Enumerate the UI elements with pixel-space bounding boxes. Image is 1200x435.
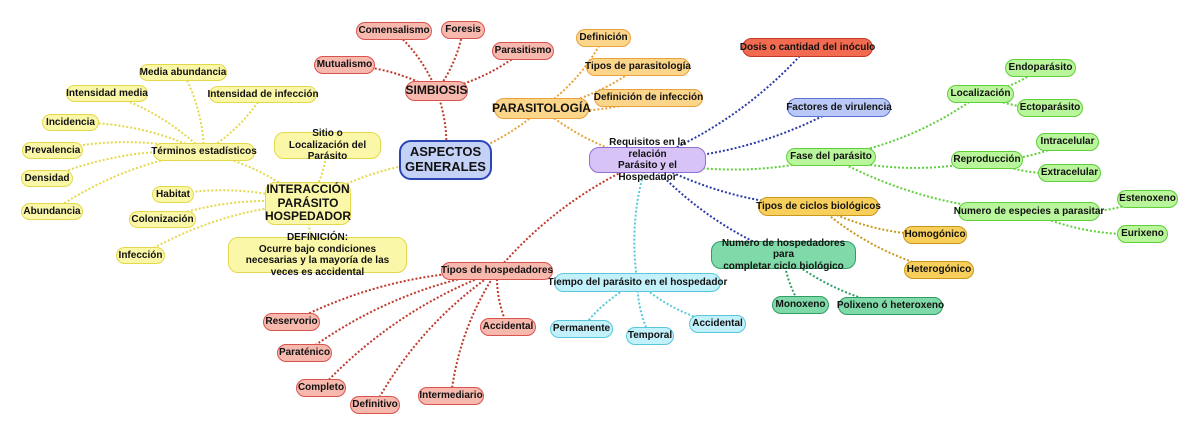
virulencia-node[interactable]: Factores de virulencia bbox=[786, 98, 892, 117]
central-node[interactable]: ASPECTOS GENERALES bbox=[399, 140, 492, 180]
ciclos-node[interactable]: Tipos de ciclos biológicos bbox=[756, 197, 881, 216]
colonizacion-node[interactable]: Colonización bbox=[129, 211, 196, 228]
sitio-node[interactable]: Sitio o Localización del Parásito bbox=[274, 128, 381, 162]
homogonico-node[interactable]: Homogónico bbox=[903, 226, 967, 244]
accidental-tiempo-node[interactable]: Accidental bbox=[689, 315, 746, 333]
intensidad-media-node[interactable]: Intensidad media bbox=[66, 85, 148, 102]
tiempo-node[interactable]: Tiempo del parásito en el hospedador bbox=[548, 273, 727, 292]
tipos-parasitologia-node[interactable]: Tipos de parasitología bbox=[585, 58, 691, 76]
extracelular-node[interactable]: Extracelular bbox=[1038, 164, 1101, 182]
connector-ciclos-node-heterogonico-node bbox=[817, 205, 940, 271]
comensalismo-node[interactable]: Comensalismo bbox=[356, 22, 432, 40]
paratenico-node[interactable]: Paraténico bbox=[277, 344, 332, 362]
reservorio-node[interactable]: Reservorio bbox=[263, 313, 320, 331]
dosis-node[interactable]: Dosis o cantidad del inóculo bbox=[740, 38, 875, 57]
numero-hospedadores-node[interactable]: Numero de hospedadores para completar ci… bbox=[711, 238, 856, 272]
connector-localizacion-node-endoparasito-node bbox=[980, 67, 1042, 95]
prevalencia-node[interactable]: Prevalencia bbox=[22, 142, 83, 159]
densidad-node[interactable]: Densidad bbox=[21, 170, 73, 187]
mutualismo-node[interactable]: Mutualismo bbox=[314, 56, 375, 74]
fase-node[interactable]: Fase del parásito bbox=[786, 148, 876, 166]
requisitos-node[interactable]: Requisitos en la relación Parásito y el … bbox=[589, 137, 706, 183]
connector-simbiosis-node-comensalismo-node bbox=[393, 30, 438, 92]
permanente-node[interactable]: Permanente bbox=[550, 320, 613, 338]
connector-terminos-node-media-abundancia-node bbox=[182, 72, 205, 153]
definicion-node[interactable]: Definición bbox=[576, 29, 631, 47]
especies-node[interactable]: Numero de especies a parasitar bbox=[954, 202, 1104, 221]
abundancia-node[interactable]: Abundancia bbox=[21, 203, 83, 220]
localizacion-node[interactable]: Localización bbox=[947, 85, 1014, 103]
completo-node[interactable]: Completo bbox=[296, 379, 346, 397]
connector-terminos-node-abundancia-node bbox=[51, 151, 205, 213]
media-abundancia-node[interactable]: Media abundancia bbox=[139, 64, 227, 81]
definitivo-node[interactable]: Definitivo bbox=[350, 396, 400, 414]
connector-tipos-hospedadores-node-definitivo-node bbox=[374, 270, 498, 406]
reproduccion-node[interactable]: Reproducción bbox=[951, 151, 1023, 169]
intensidad-infeccion-node[interactable]: Intensidad de infección bbox=[207, 86, 319, 103]
monoxeno-node[interactable]: Monoxeno bbox=[772, 296, 829, 314]
foresis-node[interactable]: Foresis bbox=[441, 21, 485, 39]
simbiosis-node[interactable]: SIMBIOSIS bbox=[405, 81, 468, 101]
definicion-interaccion-node[interactable]: DEFINICIÓN: Ocurre bajo condiciones nece… bbox=[228, 232, 407, 278]
temporal-node[interactable]: Temporal bbox=[626, 327, 674, 345]
heterogonico-node[interactable]: Heterogónico bbox=[904, 261, 974, 279]
accidental-hosp-node[interactable]: Accidental bbox=[480, 318, 536, 336]
tipos-hospedadores-node[interactable]: Tipos de hospedadores bbox=[441, 262, 553, 280]
connector-terminos-node-incidencia-node bbox=[70, 121, 205, 153]
definicion-infeccion-node[interactable]: Definición de infección bbox=[594, 89, 703, 107]
connector-parasitologia-node-tipos-parasitologia-node bbox=[541, 66, 639, 110]
habitat-node[interactable]: Habitat bbox=[152, 186, 194, 203]
estenoxeno-node[interactable]: Estenoxeno bbox=[1117, 190, 1178, 208]
incidencia-node[interactable]: Incidencia bbox=[42, 114, 99, 131]
intracelular-node[interactable]: Intracelular bbox=[1036, 133, 1099, 151]
connector-requisitos-node-fase-node bbox=[647, 156, 832, 171]
parasitologia-node[interactable]: PARASITOLOGÍA bbox=[492, 98, 591, 119]
connector-requisitos-node-tiempo-node bbox=[633, 159, 649, 283]
connector-requisitos-node-numero-hospedadores-node bbox=[646, 159, 784, 256]
intermediario-node[interactable]: Intermediario bbox=[418, 387, 484, 405]
parasitismo-node[interactable]: Parasitismo bbox=[492, 42, 554, 60]
connector-tipos-hospedadores-node-paratenico-node bbox=[303, 270, 498, 354]
eurixeno-node[interactable]: Eurixeno bbox=[1117, 225, 1168, 243]
polixeno-node[interactable]: Polixeno ó heteroxeno bbox=[837, 297, 944, 315]
connector-tipos-hospedadores-node-completo-node bbox=[320, 270, 498, 389]
interaccion-node[interactable]: INTERACCIÓN PARÁSITO HOSPEDADOR bbox=[265, 181, 352, 225]
connector-tiempo-node-permanente-node bbox=[580, 281, 638, 330]
terminos-node[interactable]: Términos estadísticos bbox=[151, 143, 257, 161]
infeccion-node[interactable]: Infección bbox=[116, 247, 165, 264]
connector-fase-node-localizacion-node bbox=[830, 93, 982, 158]
ectoparasito-node[interactable]: Ectoparásito bbox=[1017, 99, 1083, 117]
endoparasito-node[interactable]: Endoparásito bbox=[1005, 59, 1076, 77]
